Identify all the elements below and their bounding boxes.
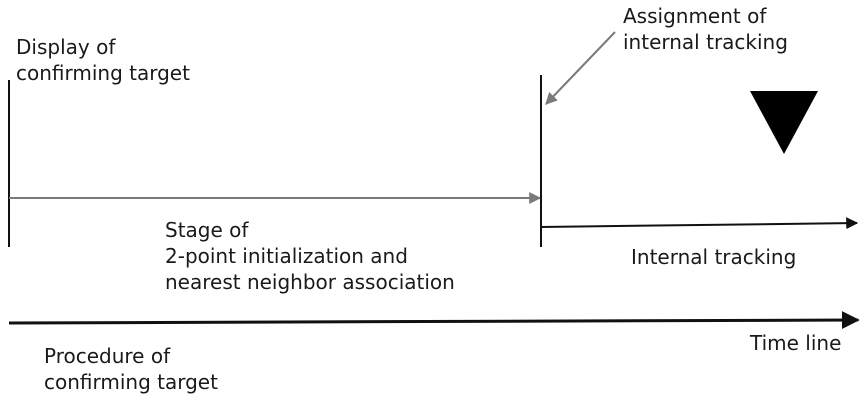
stage-label: Stage of 2-point initialization and near…	[165, 217, 455, 295]
internal-tracking-label: Internal tracking	[631, 245, 797, 269]
assignment-label-line-1: Assignment of	[623, 4, 767, 28]
down-triangle-marker-icon	[750, 91, 818, 154]
stage-label-line-2: 2-point initialization and	[165, 244, 408, 268]
stage-label-line-3: nearest neighbor association	[165, 270, 455, 294]
display-label-line-1: Display of	[16, 35, 116, 59]
time-line-arrow	[8, 311, 860, 330]
stage-label-line-1: Stage of	[165, 218, 249, 242]
procedure-of-confirming-target-label: Procedure of confirming target	[44, 343, 218, 395]
display-label-line-2: confirming target	[16, 61, 190, 85]
assignment-label-line-2: internal tracking	[623, 30, 788, 54]
assignment-of-internal-tracking-label: Assignment of internal tracking	[623, 3, 788, 55]
procedure-label-line-1: Procedure of	[44, 344, 171, 368]
display-of-confirming-target-label: Display of confirming target	[16, 34, 190, 86]
internal-tracking-arrow	[540, 217, 859, 230]
procedure-label-line-2: confirming target	[44, 370, 218, 394]
assignment-pointer-arrow	[545, 31, 616, 105]
time-line-label: Time line	[750, 331, 842, 355]
